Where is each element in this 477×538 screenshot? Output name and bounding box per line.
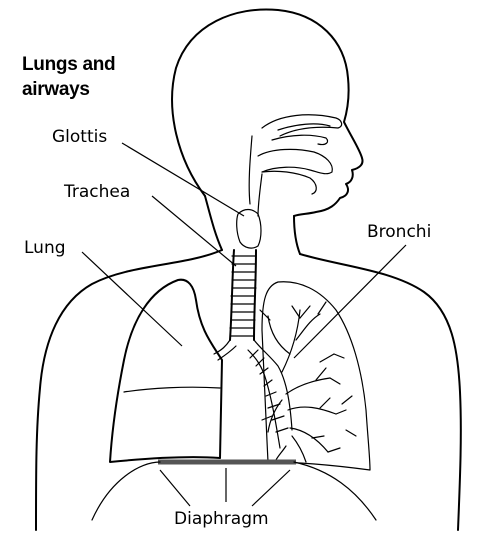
diaphragm-leader-left [160,470,190,506]
pharynx [249,136,262,216]
label-lung: Lung [24,238,66,258]
larynx [237,210,261,249]
nasal-turbinate-2 [272,135,328,144]
tongue [262,171,316,194]
head-outline [172,9,362,216]
left-main-bronchus [214,340,236,360]
left-lung-outline [110,280,222,462]
shoulder-right [300,254,461,530]
label-diaphragm: Diaphragm [174,509,269,529]
right-lung-outline [262,282,370,470]
diagram-title-line-1: Lungs and [22,52,115,77]
label-trachea: Trachea [64,182,130,202]
neck-right [294,216,300,254]
diagram-title-line-2: airways [22,77,115,102]
label-bronchi: Bronchi [367,222,431,242]
diaphragm-leader-right [252,470,290,506]
trachea-leader [152,196,236,266]
diagram-title: Lungs and airways [22,52,115,102]
bronchi-leader [294,245,406,358]
oral-cavity [258,149,332,173]
label-glottis: Glottis [52,127,107,147]
bronchial-tree [260,302,356,462]
left-lung-fissure [124,387,220,392]
